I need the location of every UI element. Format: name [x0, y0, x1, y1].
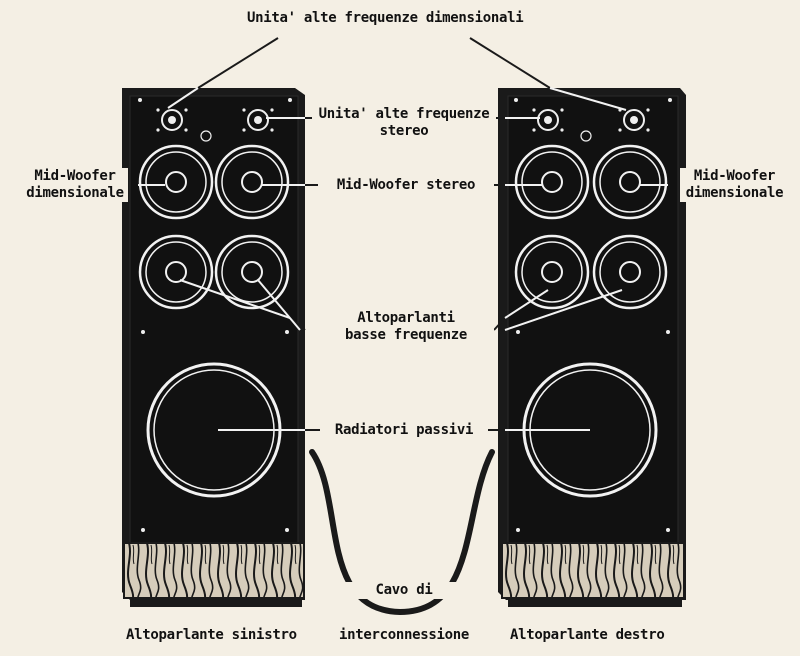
label-cable: Cavo di [332, 582, 476, 599]
right-speaker [498, 88, 686, 607]
label-midwoofer-dim-right-line1: Mid-Woofer [693, 168, 776, 184]
right-bass-1 [514, 234, 590, 310]
right-tweeter-stereo [532, 108, 564, 132]
label-midwoofer-dim-left-line2: dimensionale [26, 185, 124, 201]
right-midwoofer-stereo [514, 144, 590, 220]
label-right-speaker: Altoparlante destro [508, 627, 667, 644]
interconnection-cable [309, 449, 495, 616]
left-tweeter-stereo [242, 108, 274, 132]
label-tweeter-stereo: Unita' alte frequenze stereo [312, 106, 496, 140]
label-left-speaker: Altoparlante sinistro [124, 627, 299, 644]
left-speaker [122, 88, 305, 607]
label-tweeter-stereo-line1: Unita' alte frequenze [318, 106, 490, 122]
right-plinth [501, 542, 685, 599]
label-midwoofer-dim-right-line2: dimensionale [685, 185, 784, 201]
left-plinth [123, 542, 305, 599]
right-bass-2 [592, 234, 668, 310]
label-midwoofer-stereo: Mid-Woofer stereo [318, 177, 494, 194]
left-midwoofer-dimensional [138, 144, 214, 220]
leader-lines [197, 37, 551, 431]
label-bass-drivers: Altoparlanti basse frequenze [318, 310, 494, 344]
label-midwoofer-dimensional-right: Mid-Woofer dimensionale [680, 168, 789, 202]
label-cable-line1: Cavo di [375, 582, 433, 598]
label-tweeter-dimensional: Unita' alte frequenze dimensionali [245, 10, 526, 27]
right-midwoofer-dimensional [592, 144, 668, 220]
label-cable-line2: interconnessione [322, 627, 486, 644]
left-bass-2 [214, 234, 290, 310]
label-bass-line1: Altoparlanti [357, 310, 455, 326]
left-midwoofer-stereo [214, 144, 290, 220]
label-bass-line2: basse frequenze [345, 327, 467, 343]
left-tweeter-dimensional [156, 108, 188, 132]
label-midwoofer-dimensional-left: Mid-Woofer dimensionale [22, 168, 128, 202]
label-passive-radiators: Radiatori passivi [320, 422, 488, 439]
leader-lines-light [138, 87, 668, 431]
label-tweeter-stereo-line2: stereo [379, 123, 429, 139]
label-midwoofer-dim-left-line1: Mid-Woofer [34, 168, 116, 184]
left-bass-1 [138, 234, 214, 310]
